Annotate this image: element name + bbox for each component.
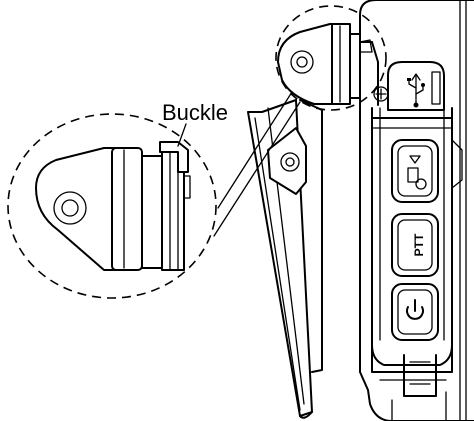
usb-cover <box>387 61 445 111</box>
buckle-callout: Buckle <box>162 91 301 237</box>
belt-clip <box>247 99 323 419</box>
record-button[interactable] <box>391 139 439 203</box>
leader-line-tangent-b <box>213 101 301 237</box>
buckle-screw-hole <box>53 191 87 225</box>
power-button[interactable] <box>391 283 439 341</box>
record-icon <box>415 178 427 190</box>
leader-line-short <box>177 123 187 147</box>
screw-icon <box>373 86 389 102</box>
ptt-button[interactable]: PTT <box>391 213 439 277</box>
device-body <box>359 0 474 421</box>
buckle-detail <box>35 141 191 271</box>
clip-mount <box>277 23 373 105</box>
play-triangle-icon <box>409 155 421 164</box>
zoom-circle-large <box>7 113 217 299</box>
power-icon <box>406 299 424 320</box>
callout-label: Buckle <box>162 100 228 125</box>
leader-line-tangent-a <box>217 91 293 209</box>
zoom-circle-small <box>275 5 387 111</box>
ptt-label: PTT <box>412 233 426 256</box>
usb-icon <box>407 73 425 108</box>
